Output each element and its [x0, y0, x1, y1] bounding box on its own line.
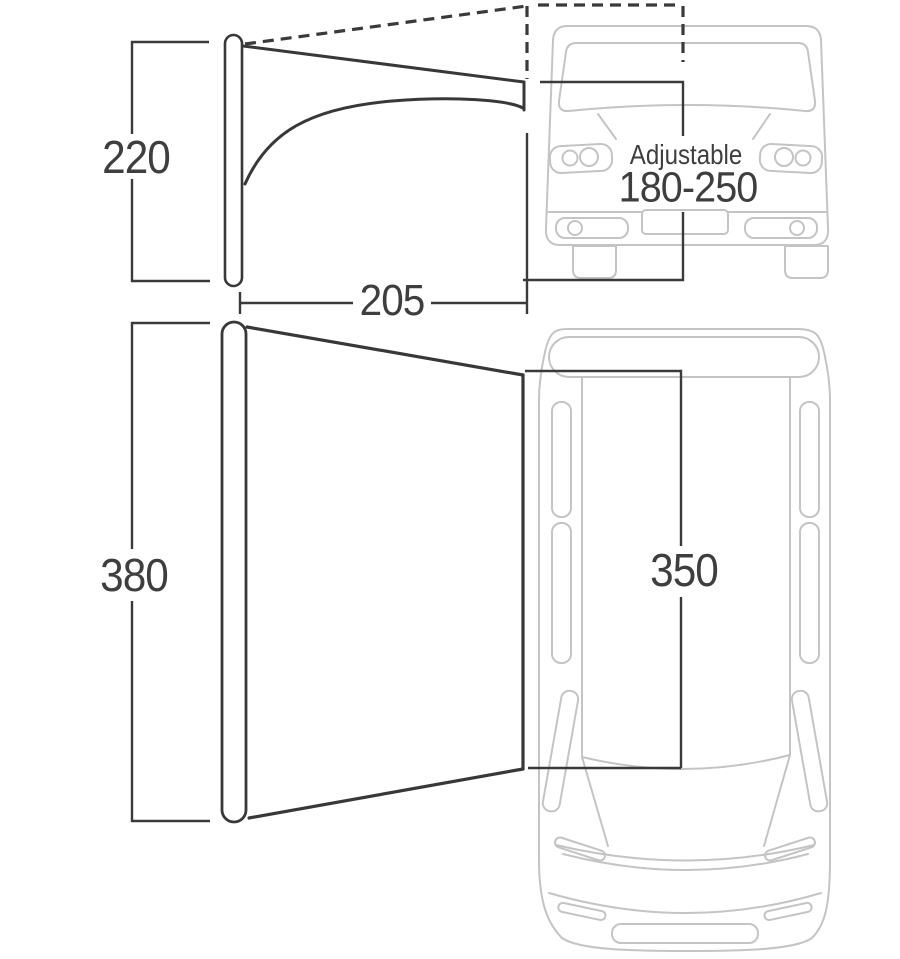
van-front-headlight-left-lamp-outer — [561, 149, 579, 167]
van-front-headlight-left-lamp-inner — [579, 147, 599, 167]
van-front-windscreen — [557, 42, 817, 113]
van-front-headlight-right-lamp-inner — [774, 147, 794, 167]
awning-plan-bottom-edge — [247, 767, 525, 820]
van-front-foglight-box-left — [555, 217, 629, 239]
awning-side-view — [223, 33, 526, 288]
dim-220-bracket — [130, 40, 210, 283]
van-front-headlight-right — [758, 142, 824, 175]
van-front-view — [544, 25, 830, 279]
awning-side-canopy-curve — [243, 97, 525, 186]
van-top-roof-rail-right-rear — [799, 401, 820, 518]
van-top-roof-edge-right — [763, 376, 791, 847]
van-top-view — [538, 328, 831, 952]
dimension-label-350: 350 — [650, 544, 719, 596]
van-top-fog-strip-right — [763, 901, 813, 922]
awning-plan-view — [220, 320, 525, 824]
van-front-wiper-left — [597, 113, 617, 140]
van-top-headlight-left — [554, 836, 606, 862]
van-top-pillar-strip-right — [790, 689, 829, 813]
dimension-label-380: 380 — [100, 549, 169, 601]
van-front-license-plate — [641, 209, 729, 235]
awning-side-pole — [223, 33, 244, 288]
van-front-headlight-left — [548, 142, 614, 175]
van-top-windscreen-edge — [581, 754, 791, 771]
van-top-body-outline — [538, 328, 831, 952]
van-top-grille — [611, 923, 759, 944]
van-top-hood-edge-lower — [562, 853, 809, 871]
van-top-roof-rail-left-rear — [551, 401, 572, 518]
adjustable-label: Adjustable — [629, 139, 743, 170]
dim-380-bracket — [130, 321, 210, 823]
van-front-wheel-right — [784, 245, 829, 279]
van-top-fog-strip-left — [557, 901, 607, 922]
dim-350-top — [525, 369, 683, 546]
dimension-label-205: 205 — [359, 276, 426, 325]
van-top-roof-rail-right-front — [799, 522, 820, 664]
dashed-diagonal — [244, 4, 528, 46]
van-top-roof-edge-left — [581, 376, 609, 847]
van-top-roof-rail-left-front — [551, 522, 572, 664]
van-top-bumper-edge — [548, 892, 822, 914]
van-top-hood-edge-upper — [555, 844, 815, 862]
van-front-foglight-left — [567, 220, 583, 236]
awning-side-roof-edge — [241, 44, 526, 84]
dim-adjustable-bottom — [523, 212, 685, 282]
van-top-headlight-right — [764, 836, 816, 862]
awning-extended-outline-dashed — [244, 3, 685, 79]
dimension-lines — [130, 40, 685, 823]
awning-plan-pole — [220, 320, 248, 824]
van-front-wiper-right — [752, 113, 771, 140]
dim-adjustable-top — [540, 80, 685, 136]
adjustable-range-label: 180-250 — [618, 163, 759, 212]
van-top-pillar-strip-left — [541, 689, 580, 813]
awning-plan-top-edge — [245, 325, 525, 377]
van-top-roof-cap — [548, 336, 820, 378]
van-front-foglight-right — [789, 220, 805, 236]
van-front-headlight-right-lamp-outer — [794, 149, 812, 167]
dimension-label-220: 220 — [102, 131, 171, 183]
van-front-foglight-box-right — [744, 217, 818, 239]
van-front-wheel-left — [572, 245, 617, 279]
